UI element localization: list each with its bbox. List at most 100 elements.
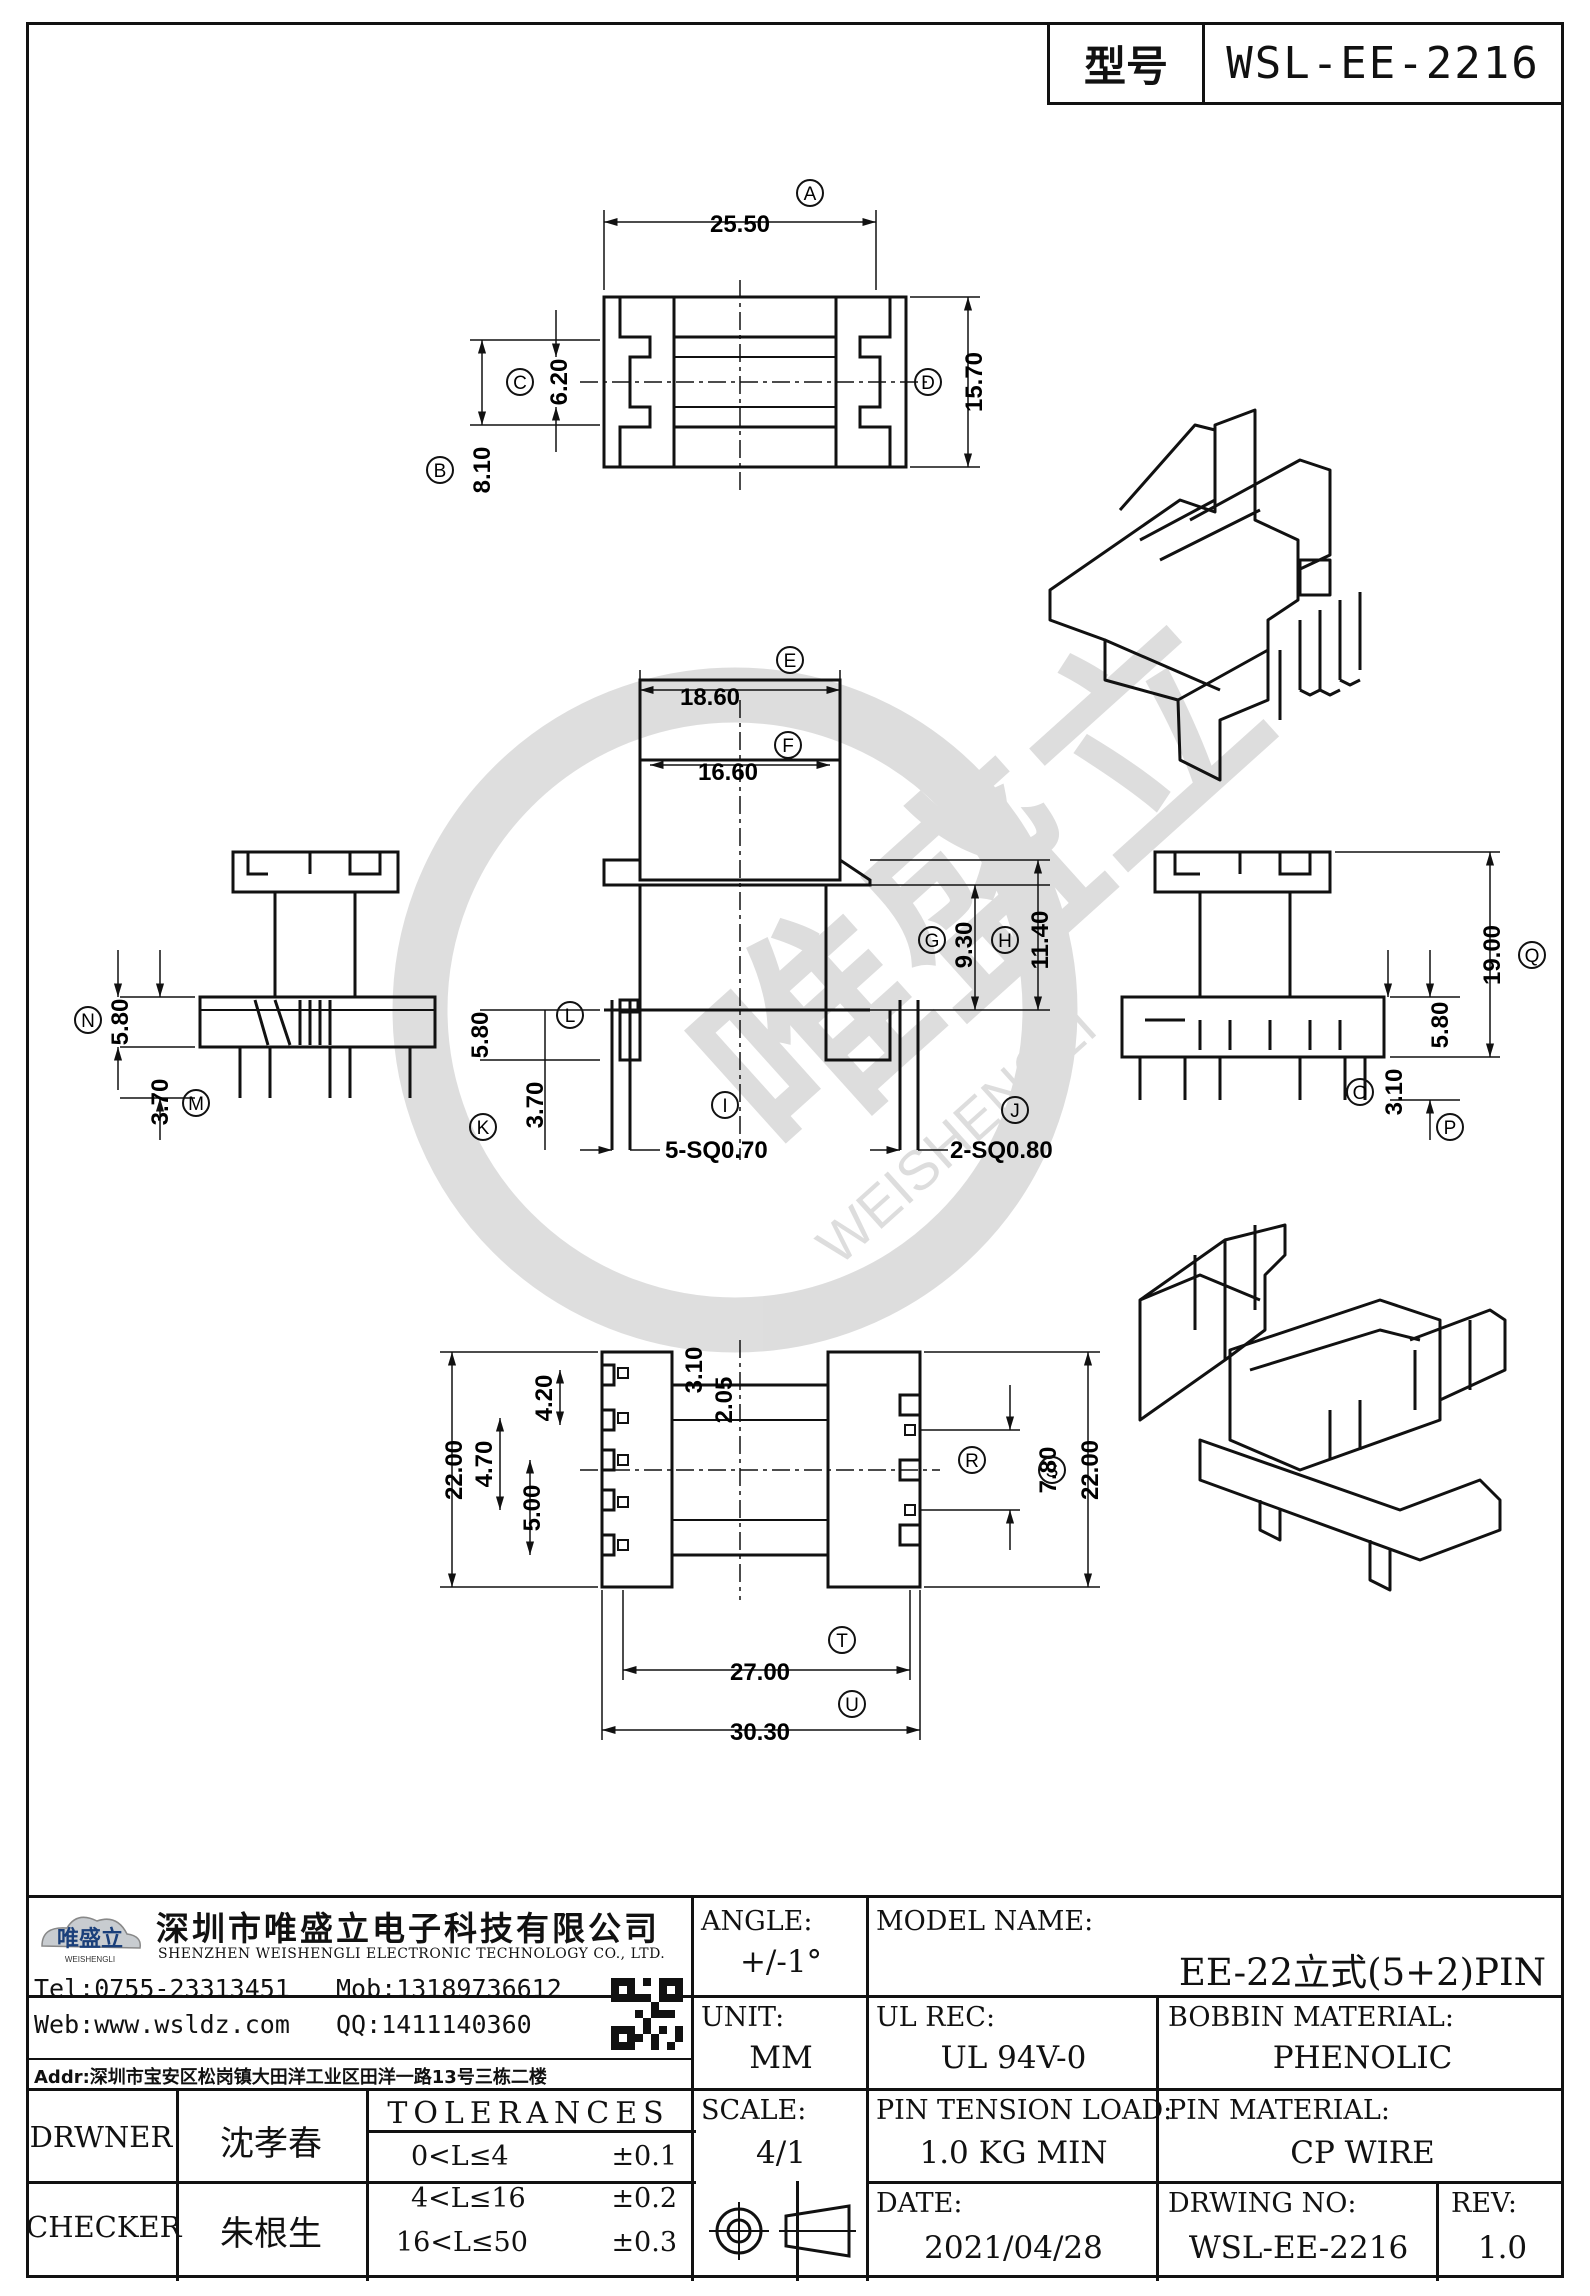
dim-I-tag: I (722, 1096, 727, 1117)
bottom-dim-22: 22.00 (441, 1440, 468, 1500)
ul-rec-value: UL 94V-0 (940, 2040, 1087, 2076)
dim-S-tag: S (1046, 1461, 1059, 1482)
drwing-no-label: DRWING NO: (1168, 2188, 1357, 2219)
angle-label: ANGLE: (701, 1906, 813, 1937)
dim-M-tag: M (188, 1094, 204, 1115)
angle-value: +/-1° (739, 1944, 823, 1980)
dim-D-value: 15.70 (961, 352, 988, 412)
dim-H-tag: H (998, 931, 1012, 952)
tol-range: 0<L≤4 (411, 2141, 509, 2172)
company-name-en: SHENZHEN WEISHENGLI ELECTRONIC TECHNOLOG… (158, 1946, 666, 1962)
dim-L-value: 5.80 (467, 1012, 494, 1059)
dim-A-tag: A (804, 184, 817, 205)
dim-N-tag: N (81, 1011, 95, 1032)
isometric-view-top (1048, 408, 1362, 782)
tol-range: 4<L≤16 (411, 2183, 526, 2214)
logo-text: 唯盛立 (57, 1926, 123, 1951)
dim-F-value: 16.60 (698, 759, 758, 786)
isometric-view-bottom (1138, 1223, 1507, 1592)
bobbin-material-value: PHENOLIC (1272, 2040, 1453, 2076)
dim-U-tag: U (845, 1695, 859, 1716)
qr-code (611, 1978, 683, 2050)
dim-C-tag: C (513, 373, 527, 394)
company-web: Web:www.wsldz.com (34, 2010, 290, 2039)
checker-label: CHECKER (26, 2210, 182, 2244)
dim-E-value: 18.60 (680, 684, 740, 711)
dim-O-tag: O (1353, 1083, 1368, 1104)
model-code: WSL-EE-2216 (1226, 38, 1540, 89)
tolerances-label: TOLERANCES (387, 2096, 670, 2131)
drwner-label: DRWNER (29, 2120, 173, 2154)
type-label: 型号 (1050, 25, 1205, 102)
dim-U-value: 30.30 (730, 1719, 790, 1746)
tol-value: ±0.3 (611, 2227, 677, 2258)
logo-sub: WEISHENGLI (65, 1955, 115, 1964)
dim-T-value: 27.00 (730, 1659, 790, 1686)
dim-P-value: 5.80 (1427, 1002, 1454, 1049)
company-qq: QQ:1411140360 (336, 2010, 532, 2039)
bottom-dim-500: 5.00 (519, 1485, 546, 1532)
dim-P-tag: P (1444, 1118, 1457, 1139)
projection-symbol (701, 2188, 861, 2274)
front-view (480, 670, 1050, 1160)
tolerance-row: 16<L≤50 ±0.3 (371, 2227, 691, 2271)
watermark: 唯盛立 WEISHENGLI (392, 574, 1309, 1353)
top-view (470, 210, 980, 490)
dim-D-tag: D (921, 373, 935, 394)
pin-material-value: CP WIRE (1290, 2135, 1435, 2171)
pin-tension-value: 1.0 KG MIN (919, 2135, 1108, 2171)
dim-K-tag: K (477, 1118, 490, 1139)
bottom-dim-470: 4.70 (471, 1441, 498, 1488)
bottom-view (440, 1340, 1100, 1740)
dim-H-value: 11.40 (1027, 911, 1054, 970)
model-code-box: 型号 WSL-EE-2216 (1047, 22, 1564, 105)
rev-value: 1.0 (1477, 2230, 1528, 2266)
dim-A-value: 25.50 (710, 211, 770, 238)
company-mob: Mob:13189736612 (336, 1974, 562, 2003)
bottom-dim-420: 4.20 (531, 1375, 558, 1422)
dim-B-value: 8.10 (469, 447, 496, 494)
model-name-value: EE-22立式(5+2)PIN (1178, 1951, 1546, 1994)
dim-Q-tag: Q (1525, 946, 1540, 967)
tolerance-row: 0<L≤4 ±0.1 (371, 2141, 691, 2183)
date-label: DATE: (876, 2188, 963, 2219)
company-address: Addr:深圳市宝安区松岗镇大田洋工业区田洋一路13号三栋二楼 (26, 2058, 691, 2088)
scale-value: 4/1 (756, 2135, 806, 2171)
left-side-view (113, 850, 437, 1140)
right-side-view (1120, 850, 1500, 1140)
bottom-dim-310: 3.10 (681, 1347, 708, 1394)
pin-tension-label: PIN TENSION LOAD: (876, 2095, 1173, 2126)
dim-Q-value: 19.00 (1479, 925, 1506, 985)
dim-F-tag: F (782, 736, 794, 757)
date-value: 2021/04/28 (924, 2230, 1103, 2266)
drwner-value: 沈孝春 (220, 2124, 322, 2164)
dim-K-value: 3.70 (522, 1082, 549, 1129)
dim-E-tag: E (784, 651, 797, 672)
ul-rec-label: UL REC: (876, 2002, 996, 2033)
dim-L-tag: L (565, 1006, 576, 1027)
tolerance-row: 4<L≤16 ±0.2 (371, 2183, 691, 2227)
model-name-label: MODEL NAME: (876, 1906, 1094, 1937)
drawing-frame (26, 22, 1564, 2278)
dim-B-tag: B (434, 461, 447, 482)
dim-M-value: 3.70 (147, 1079, 174, 1126)
dim-I-value: 5-SQ0.70 (665, 1137, 768, 1164)
dim-C-value: 6.20 (546, 359, 573, 406)
dim-N-value: 5.80 (107, 999, 134, 1046)
tolerance-rows: 0<L≤4 ±0.1 4<L≤16 ±0.2 16<L≤50 ±0.3 (371, 2141, 691, 2271)
dim-J-value: 2-SQ0.80 (950, 1137, 1053, 1164)
company-logo: 唯盛立 WEISHENGLI (32, 1906, 152, 1966)
dim-O-value: 3.10 (1381, 1069, 1408, 1116)
company-tel: Tel:0755-23313451 (34, 1974, 290, 2003)
tol-range: 16<L≤50 (396, 2227, 528, 2258)
title-block: 唯盛立 WEISHENGLI 深圳市唯盛立电子科技有限公司 SHENZHEN W… (26, 1895, 1564, 2281)
unit-label: UNIT: (701, 2002, 785, 2033)
tol-value: ±0.2 (611, 2183, 677, 2214)
dim-G-value: 9.30 (951, 922, 978, 969)
scale-label: SCALE: (701, 2095, 807, 2126)
dim-R-tag: R (965, 1451, 979, 1472)
checker-value: 朱根生 (220, 2214, 322, 2254)
company-name-cn: 深圳市唯盛立电子科技有限公司 (156, 1909, 660, 1948)
pin-material-label: PIN MATERIAL: (1168, 2095, 1390, 2126)
bottom-dim-205: 2.05 (711, 1377, 738, 1424)
